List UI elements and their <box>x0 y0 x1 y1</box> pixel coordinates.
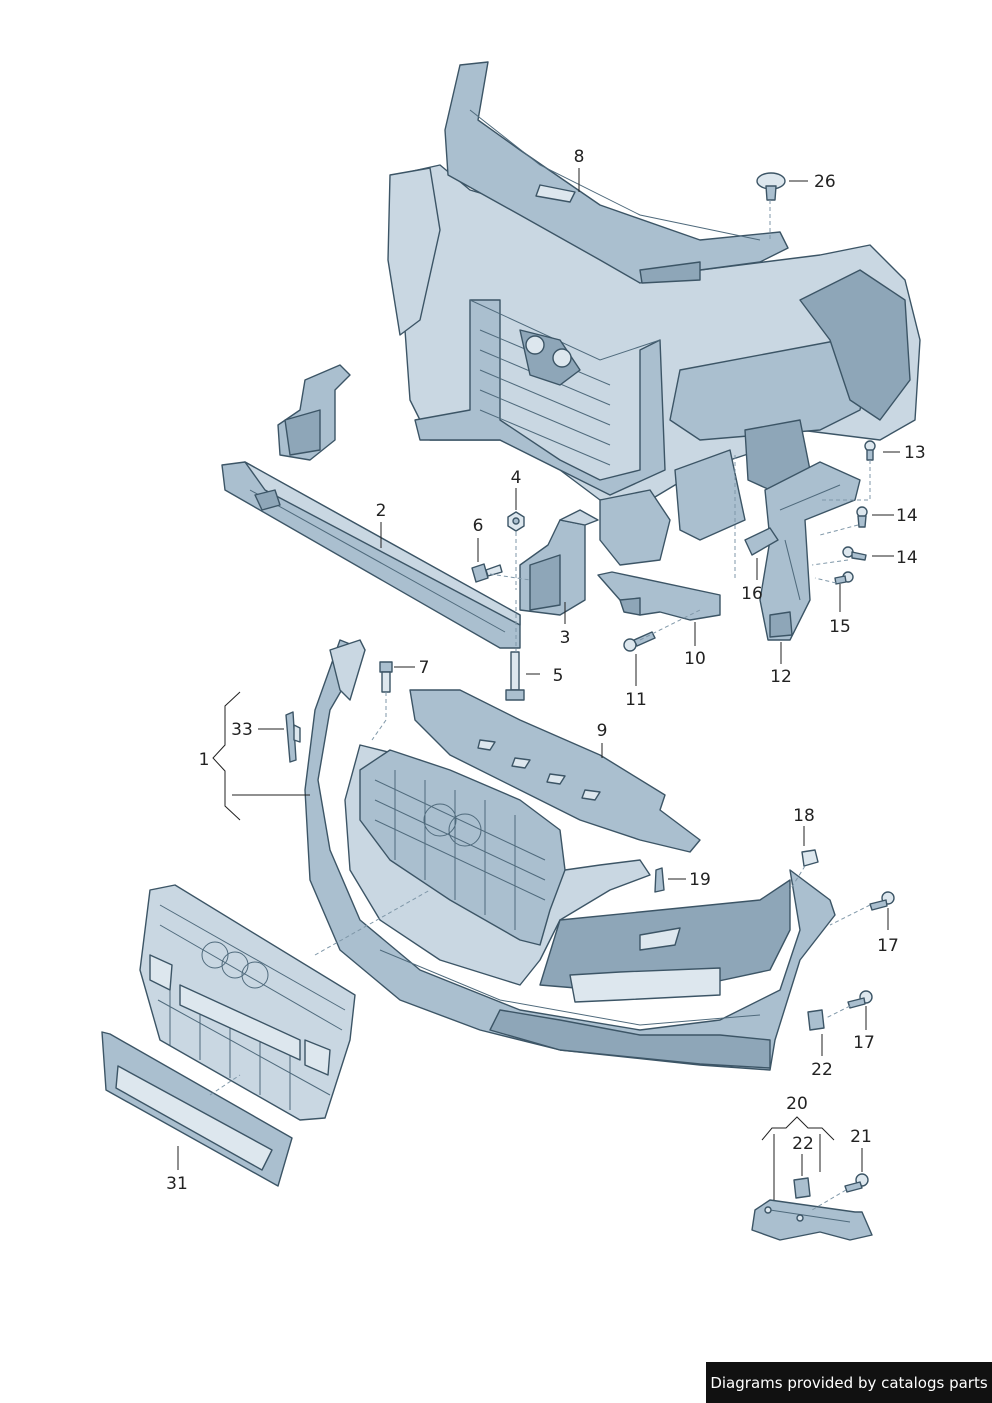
callout-8: 8 <box>574 147 585 167</box>
callout-17-lower: 17 <box>853 1033 875 1053</box>
callout-labels: 8 26 13 14 14 2 4 6 16 15 3 10 12 7 5 11… <box>166 147 925 1194</box>
left-mount-bracket <box>277 364 351 461</box>
callout-1: 1 <box>199 750 210 770</box>
callout-3: 3 <box>560 628 571 648</box>
callout-21: 21 <box>850 1127 872 1147</box>
part-3-deformation-bracket <box>519 509 599 616</box>
part-15-screw <box>834 571 854 585</box>
callout-18: 18 <box>793 806 815 826</box>
callout-17-upper: 17 <box>877 936 899 956</box>
callout-7: 7 <box>419 658 430 678</box>
callout-12: 12 <box>770 667 792 687</box>
callout-22-lower: 22 <box>792 1134 814 1154</box>
part-4-nut <box>507 511 525 532</box>
part-6-bolt <box>471 563 503 583</box>
part-5-bolt <box>505 651 525 701</box>
part-10-guide-bracket <box>597 571 721 621</box>
part-11-bolt <box>623 631 656 652</box>
leader-lines <box>177 168 900 1200</box>
callout-9: 9 <box>597 721 608 741</box>
part-19-clip <box>654 867 665 893</box>
callout-4: 4 <box>511 468 522 488</box>
part-33-bracket <box>285 711 301 763</box>
inner-grille <box>359 749 566 946</box>
callout-31: 31 <box>166 1174 188 1194</box>
front-end-carrier <box>387 164 921 566</box>
assembly-lines <box>209 200 871 1211</box>
callout-14-lower: 14 <box>896 548 918 568</box>
callout-22-upper: 22 <box>811 1060 833 1080</box>
part-20-lower-trim <box>751 1199 873 1241</box>
part-14-screws <box>842 506 868 561</box>
callout-11: 11 <box>625 690 647 710</box>
part-16-plate <box>744 527 779 556</box>
part-2-impact-bar <box>221 461 521 649</box>
part-18-plug <box>801 849 819 867</box>
callout-33: 33 <box>231 720 253 740</box>
part-8-upper-panel <box>444 61 789 284</box>
callout-20: 20 <box>786 1094 808 1114</box>
callout-16: 16 <box>741 584 763 604</box>
credit-banner: Diagrams provided by catalogs parts <box>706 1362 992 1403</box>
callout-5: 5 <box>553 666 564 686</box>
part-22-nut-plates <box>793 1009 825 1199</box>
callout-14-upper: 14 <box>896 506 918 526</box>
radiator-grille <box>139 884 356 1121</box>
part-31-plate-carrier <box>101 1031 293 1187</box>
part-7-bolt <box>379 661 393 693</box>
callout-13: 13 <box>904 443 926 463</box>
part-12-side-bracket <box>759 461 861 641</box>
part-21-screw <box>844 1173 869 1193</box>
callout-15: 15 <box>829 617 851 637</box>
part-1-bumper-cover <box>304 639 836 1071</box>
part-13-screw <box>864 440 876 461</box>
credit-text: Diagrams provided by catalogs parts <box>710 1373 988 1392</box>
callout-26: 26 <box>814 172 836 192</box>
callout-19: 19 <box>689 870 711 890</box>
callout-2: 2 <box>376 501 387 521</box>
part-9-air-guide <box>409 689 701 853</box>
callout-10: 10 <box>684 649 706 669</box>
callout-6: 6 <box>473 516 484 536</box>
part-26-clip <box>756 172 786 201</box>
